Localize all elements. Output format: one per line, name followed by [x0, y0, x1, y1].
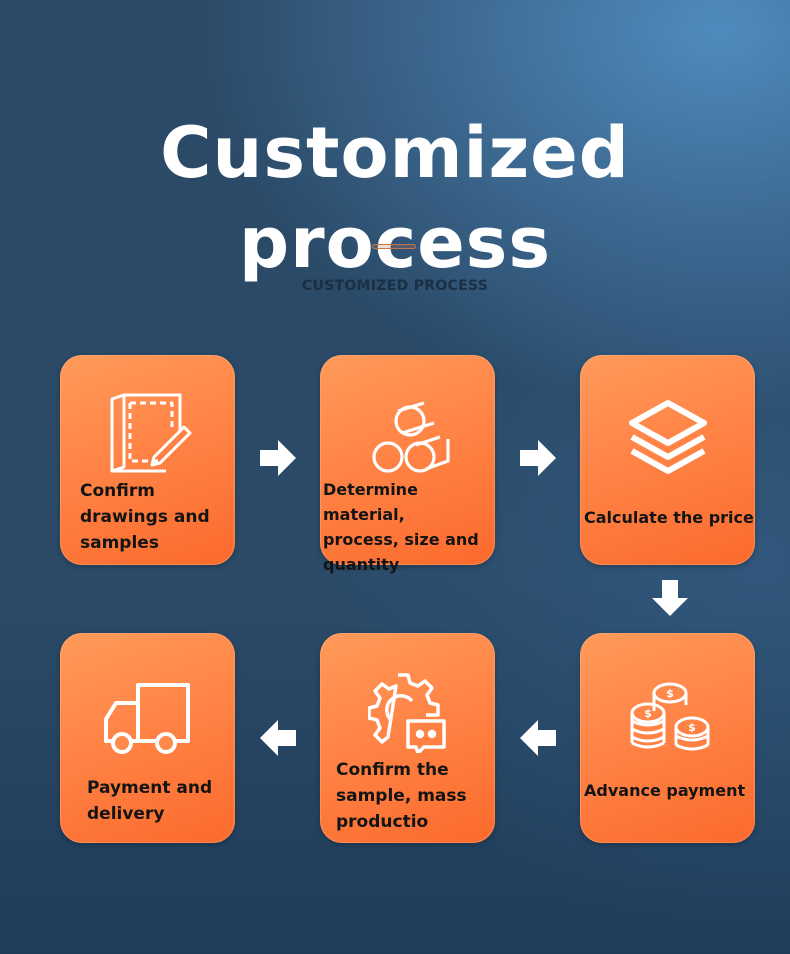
step-label: Determine material, process, size and qu…: [323, 480, 479, 574]
coin-symbol: $: [666, 687, 674, 700]
step-card-determine-material: Determine material, process, size and qu…: [320, 355, 495, 574]
page-title: Customized process: [160, 112, 630, 284]
step-label: Calculate the price: [584, 508, 754, 527]
step-card-calculate-price: Calculate the price: [580, 355, 755, 565]
arrow-right-icon: [260, 440, 296, 476]
step-label: Confirm drawings and samples: [80, 481, 210, 553]
title-divider: [372, 244, 416, 249]
step-card-confirm-drawings: Confirm drawings and samples: [60, 355, 235, 565]
step-label: Payment and delivery: [87, 778, 213, 824]
page-subtitle: CUSTOMIZED PROCESS: [301, 278, 489, 294]
coins-icon: $ $ $: [630, 682, 710, 751]
coin-symbol: $: [644, 707, 652, 720]
coin-symbol: $: [688, 721, 696, 734]
drawing-icon: [110, 393, 192, 473]
step-label: Advance payment: [584, 781, 746, 800]
step-card-payment-delivery: Payment and delivery: [60, 633, 235, 843]
step-label: Confirm the sample, mass productio: [336, 760, 467, 832]
arrow-left-icon: [520, 720, 556, 756]
gear-chat-icon: [368, 673, 446, 753]
arrow-down-icon: [652, 580, 688, 616]
arrow-left-icon: [260, 720, 296, 756]
step-card-confirm-sample: Confirm the sample, mass productio: [320, 633, 495, 843]
layers-icon: [629, 400, 707, 474]
step-card-advance-payment: $ $ $ Advance payment: [580, 633, 755, 843]
delivery-truck-icon: [104, 683, 190, 754]
material-rods-icon: [372, 401, 450, 473]
arrow-right-icon: [520, 440, 556, 476]
